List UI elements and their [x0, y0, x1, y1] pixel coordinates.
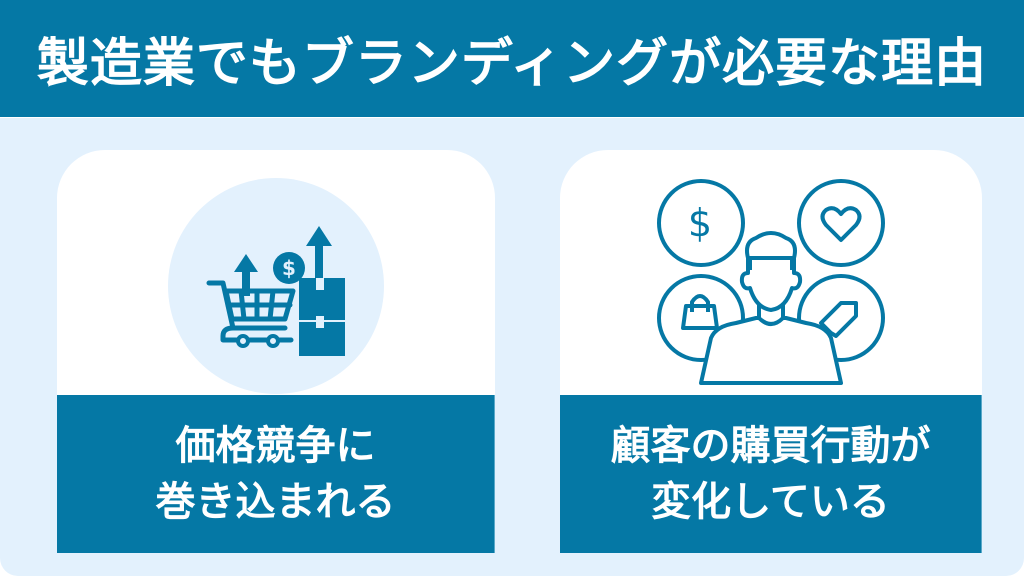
page-title: 製造業でもブランディングが必要な理由	[36, 34, 988, 94]
reason-label-line-2: 変化している	[651, 479, 890, 525]
icon-circle-background: $	[168, 177, 384, 394]
card-icon-area: $	[57, 150, 495, 395]
reason-card-buying-behavior: $ 顧客の購買行動が 変化している	[560, 150, 982, 553]
svg-text:$: $	[688, 201, 712, 245]
reason-label-line-1: 顧客の購買行動が	[610, 423, 931, 469]
reason-label: 顧客の購買行動が 変化している	[560, 395, 982, 553]
reason-label-line-1: 価格競争に	[175, 423, 376, 469]
card-icon-area: $	[560, 150, 982, 395]
svg-text:$: $	[282, 256, 296, 280]
reason-label: 価格競争に 巻き込まれる	[57, 395, 495, 553]
shopping-cart-price-increase-icon: $	[206, 225, 345, 356]
reason-label-line-2: 巻き込まれる	[155, 479, 396, 525]
reason-card-price-competition: $ 価格競争に 巻き込まれる	[57, 150, 495, 553]
customer-buying-behavior-icon: $	[657, 178, 885, 385]
header-banner: 製造業でもブランディングが必要な理由	[0, 0, 1024, 117]
